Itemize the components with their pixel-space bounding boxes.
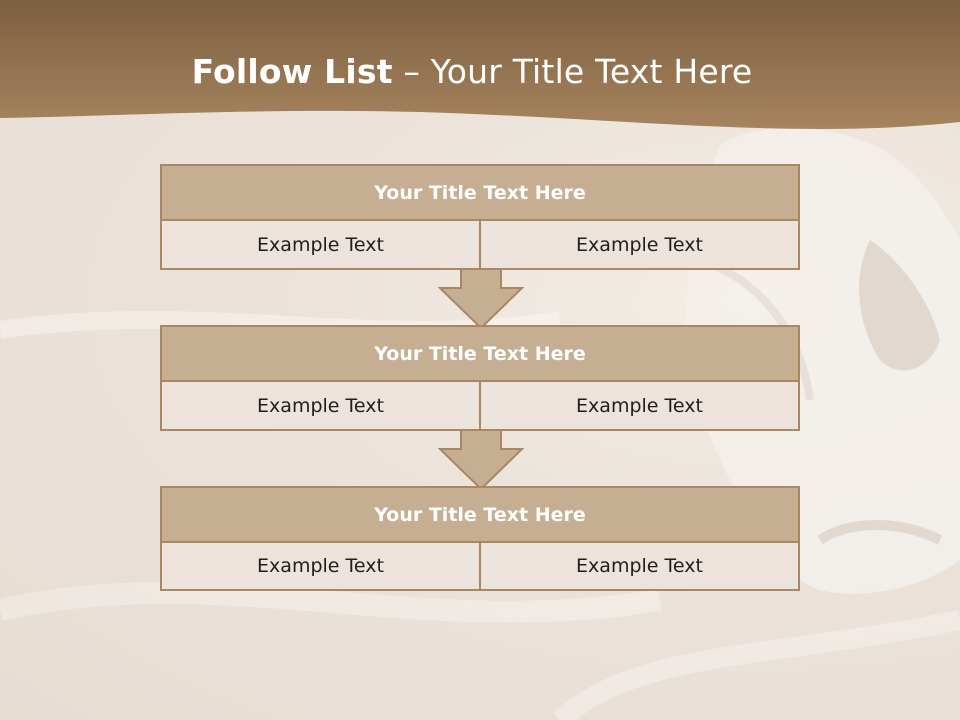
block-cell-right: Example Text xyxy=(479,221,800,270)
block-cell-right: Example Text xyxy=(479,382,800,431)
block-cell-left: Example Text xyxy=(160,543,479,591)
title-subtitle-part: – Your Title Text Here xyxy=(403,52,753,91)
block-row: Example Text Example Text xyxy=(160,221,800,270)
list-block-2: Your Title Text Here Example Text Exampl… xyxy=(160,325,800,431)
block-cell-right: Example Text xyxy=(479,543,800,591)
title-bold-part: Follow List xyxy=(191,52,393,91)
down-arrow-icon xyxy=(438,268,524,330)
block-cell-left: Example Text xyxy=(160,221,479,270)
down-arrow-icon xyxy=(438,429,524,491)
block-title: Your Title Text Here xyxy=(160,486,800,543)
block-row: Example Text Example Text xyxy=(160,543,800,591)
block-row: Example Text Example Text xyxy=(160,382,800,431)
block-cell-left: Example Text xyxy=(160,382,479,431)
list-block-3: Your Title Text Here Example Text Exampl… xyxy=(160,486,800,591)
slide-title: Follow List – Your Title Text Here xyxy=(0,52,944,91)
list-block-1: Your Title Text Here Example Text Exampl… xyxy=(160,164,800,270)
block-title: Your Title Text Here xyxy=(160,164,800,221)
block-title: Your Title Text Here xyxy=(160,325,800,382)
header-band xyxy=(0,0,960,129)
